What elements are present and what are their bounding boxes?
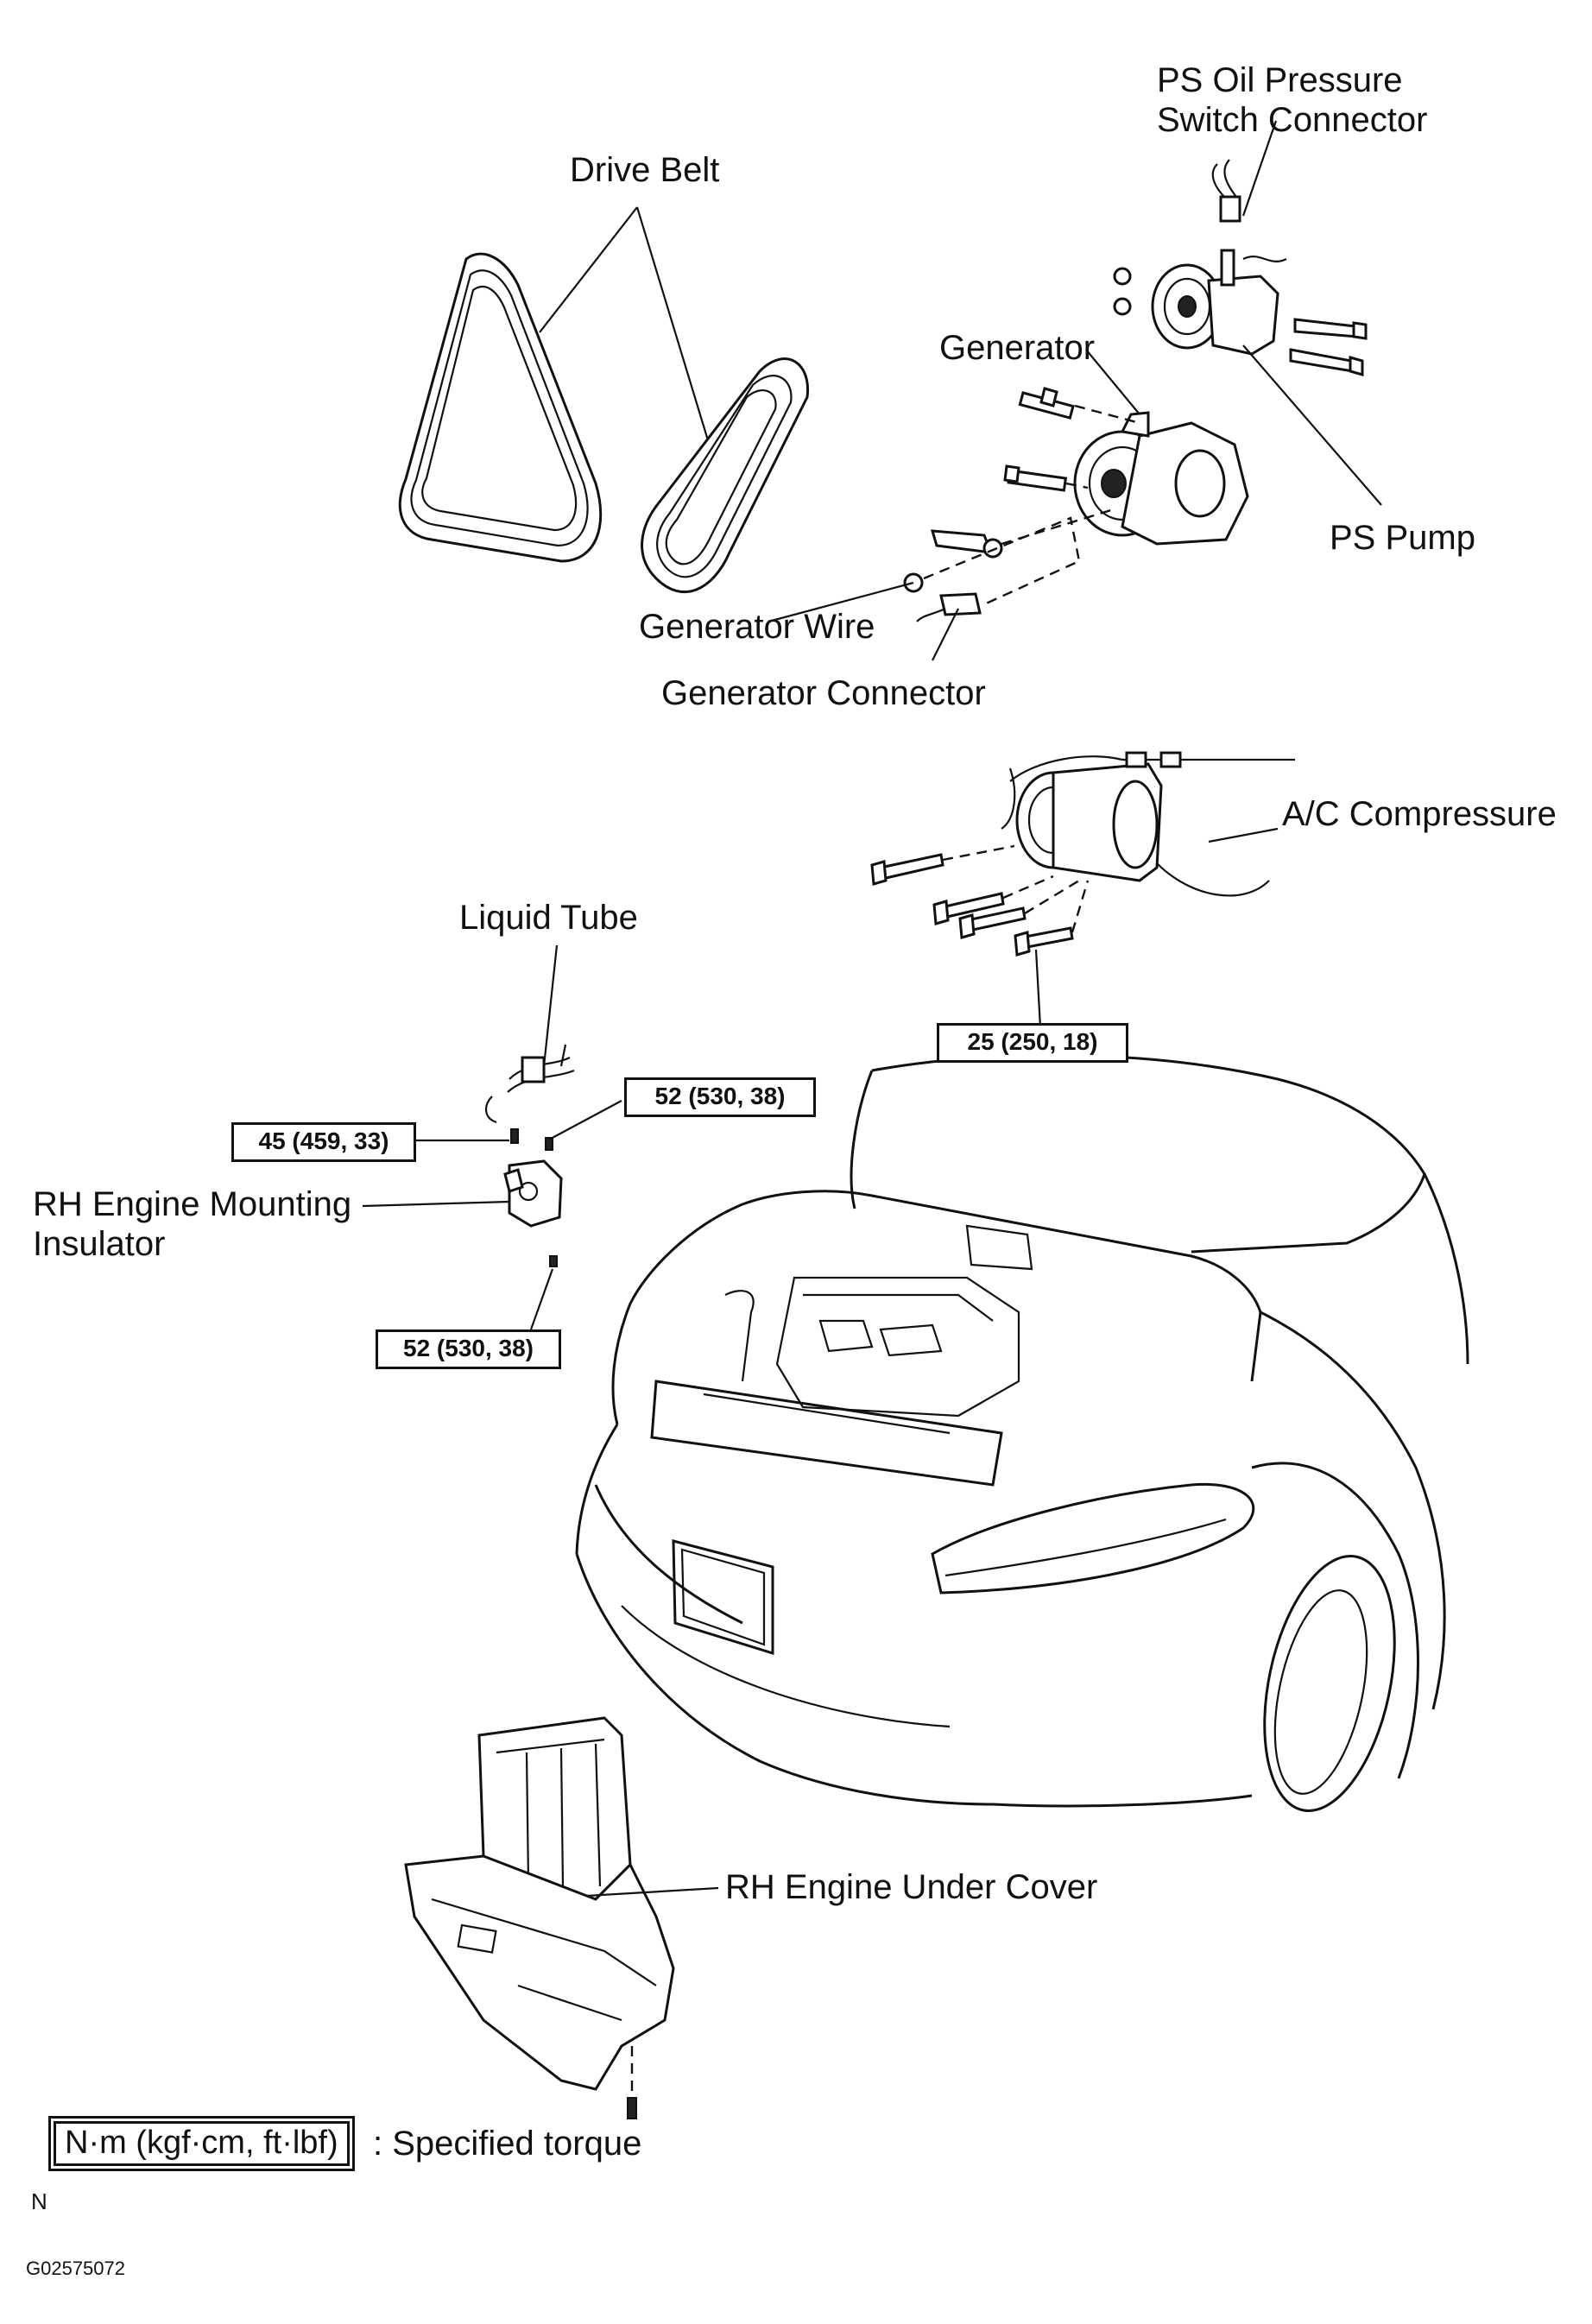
ps-pump [1113, 249, 1368, 376]
label-ps-pump: PS Pump [1330, 519, 1475, 557]
footer-figure-id: G02575072 [26, 2258, 125, 2279]
label-ac-compressure: A/C Compressure [1282, 795, 1557, 833]
label-ps-oil-pressure-line1: PS Oil Pressure [1157, 61, 1403, 99]
torque-box-mount-lower: 52 (530, 38) [376, 1329, 561, 1369]
ac-bolts [870, 853, 1074, 957]
label-drive-belt: Drive Belt [570, 151, 720, 189]
torque-box-mount-upper-right: 52 (530, 38) [624, 1077, 816, 1117]
label-rh-engine-under-cover: RH Engine Under Cover [725, 1868, 1098, 1906]
label-rh-engine-mounting-line1: RH Engine Mounting [33, 1185, 352, 1223]
liquid-tube [485, 1044, 575, 1124]
label-generator-connector: Generator Connector [661, 674, 986, 712]
label-rh-engine-mounting-line2: Insulator [33, 1225, 166, 1263]
footer-code-letter: N [31, 2188, 47, 2214]
label-generator: Generator [939, 329, 1096, 367]
torque-box-ac-bolts: 25 (250, 18) [937, 1023, 1128, 1063]
generator [1003, 387, 1249, 546]
ac-compressor [1001, 751, 1295, 897]
label-liquid-tube: Liquid Tube [459, 899, 638, 937]
rh-engine-mounting-insulator [503, 1128, 563, 1267]
drive-belt-triangular [398, 252, 603, 563]
label-ps-oil-pressure-line2: Switch Connector [1157, 101, 1428, 139]
torque-box-mount-upper-left: 45 (459, 33) [231, 1122, 416, 1162]
legend-description: : Specified torque [373, 2125, 642, 2163]
label-generator-wire: Generator Wire [639, 608, 875, 646]
generator-wire-harness [903, 529, 1003, 622]
rh-engine-under-cover [404, 1716, 675, 2119]
legend-torque-unit-box: N·m (kgf·cm, ft·lbf) [51, 2119, 352, 2169]
vehicle-front [575, 1053, 1469, 1812]
drive-belt-oval [641, 357, 810, 594]
